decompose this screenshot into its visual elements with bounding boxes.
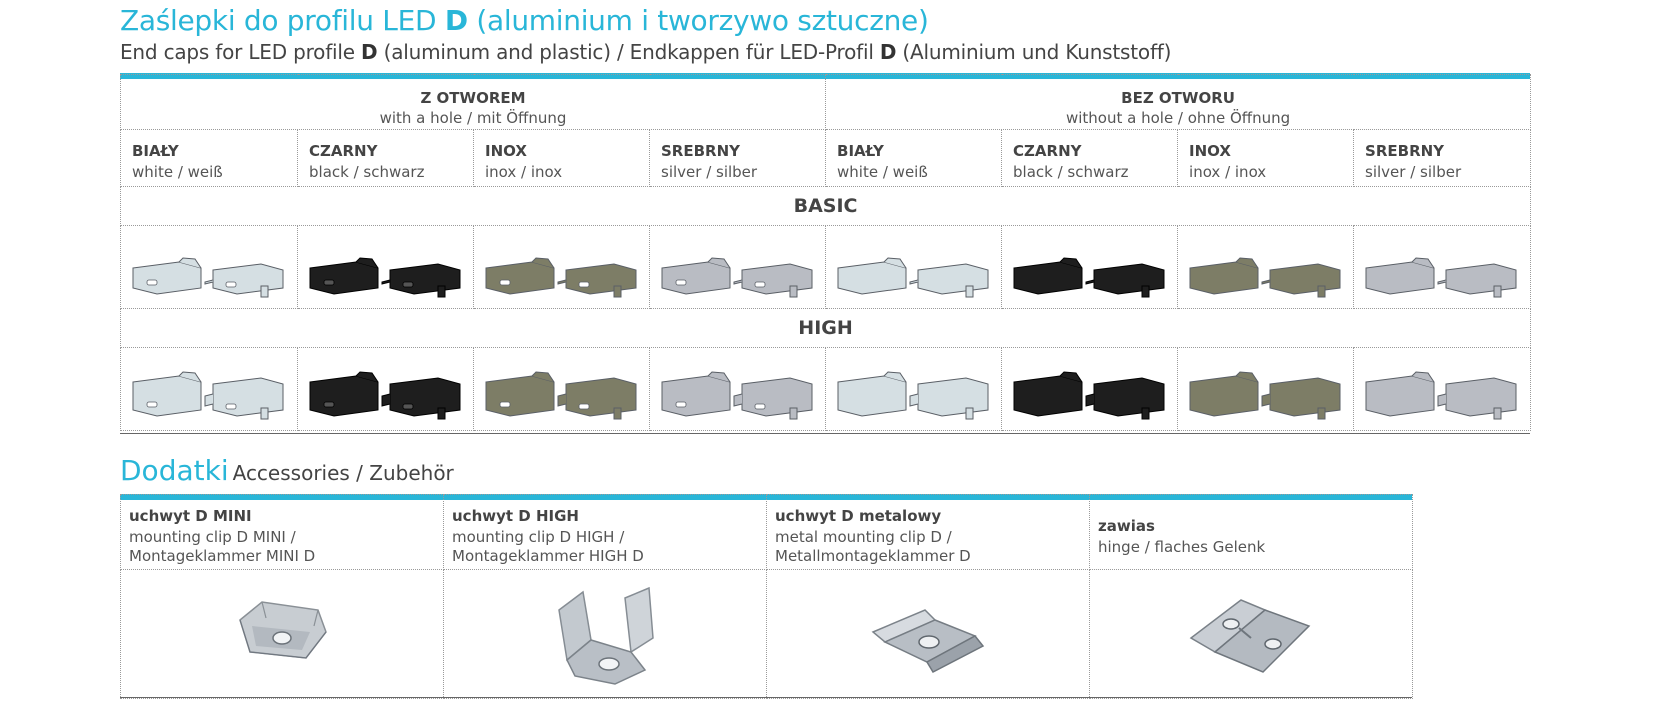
page-subtitle: End caps for LED profile D (aluminum and… bbox=[120, 40, 1172, 64]
color-column-header: SREBRNY silver / silber bbox=[648, 129, 827, 187]
color-column-header: SREBRNY silver / silber bbox=[1353, 129, 1532, 187]
end-cap-image bbox=[309, 257, 460, 298]
accessory-image-metal-clip bbox=[766, 569, 1090, 699]
end-cap-image bbox=[661, 371, 813, 420]
group-header-with-hole: Z OTWOREM with a hole / mit Öffnung bbox=[119, 74, 827, 130]
end-cap-image bbox=[661, 257, 813, 298]
end-cap-image bbox=[1013, 371, 1165, 420]
section-label-high: HIGH bbox=[119, 308, 1532, 348]
color-name-en: black / schwarz bbox=[309, 163, 425, 181]
accessory-description: mounting clip D MINI /Montageklammer MIN… bbox=[129, 528, 316, 565]
color-name-pl: SREBRNY bbox=[1365, 142, 1445, 160]
color-name-pl: BIAŁY bbox=[837, 142, 884, 160]
end-cap-image-cell bbox=[1177, 347, 1355, 431]
page-title: Zaślepki do profilu LED D (aluminium i t… bbox=[120, 4, 929, 37]
end-cap-image-cell bbox=[1177, 225, 1355, 309]
accessory-image-hinge bbox=[1089, 569, 1413, 699]
high-clip-image bbox=[558, 586, 654, 685]
accessory-description: hinge / flaches Gelenk bbox=[1098, 538, 1266, 556]
end-cap-image-cell bbox=[648, 225, 827, 309]
color-name-en: black / schwarz bbox=[1013, 163, 1129, 181]
accessory-image-mini-clip bbox=[120, 569, 444, 699]
end-cap-image-cell bbox=[648, 347, 827, 431]
accessory-description: metal mounting clip D /Metallmontageklam… bbox=[775, 528, 971, 565]
end-cap-image-cell bbox=[1353, 347, 1532, 431]
group-label-en: without a hole / ohne Öffnung bbox=[1065, 109, 1291, 127]
end-cap-image-cell bbox=[1001, 347, 1179, 431]
accessory-name: zawias bbox=[1098, 517, 1155, 535]
end-cap-image-cell bbox=[120, 225, 298, 309]
accessory-description: mounting clip D HIGH /Montageklammer HIG… bbox=[452, 528, 644, 565]
end-cap-image-cell bbox=[297, 225, 474, 309]
accessory-image-high-clip bbox=[443, 569, 767, 699]
end-cap-image-cell bbox=[1001, 225, 1179, 309]
color-column-header: INOX inox / inox bbox=[473, 129, 650, 187]
end-cap-image-cell bbox=[473, 347, 650, 431]
end-cap-image bbox=[309, 371, 460, 420]
accessory-name: uchwyt D MINI bbox=[129, 507, 252, 525]
end-cap-image-cell bbox=[473, 225, 650, 309]
end-cap-image-cell bbox=[825, 347, 1003, 431]
end-caps-table: Z OTWOREM with a hole / mit Öffnung BEZ … bbox=[119, 74, 1532, 431]
end-cap-image bbox=[485, 257, 636, 298]
section-label-basic: BASIC bbox=[119, 186, 1532, 226]
color-column-header: INOX inox / inox bbox=[1177, 129, 1355, 187]
end-cap-image bbox=[837, 257, 989, 298]
group-label-en: with a hole / mit Öffnung bbox=[379, 109, 567, 127]
color-name-pl: SREBRNY bbox=[661, 142, 740, 160]
end-cap-image bbox=[132, 371, 284, 420]
color-name-pl: INOX bbox=[485, 142, 527, 160]
color-name-pl: CZARNY bbox=[1013, 142, 1082, 160]
end-cap-image bbox=[132, 257, 284, 298]
color-column-header: CZARNY black / schwarz bbox=[1001, 129, 1179, 187]
color-column-header: BIAŁY white / weiß bbox=[825, 129, 1003, 187]
table-bottom-line bbox=[120, 433, 1530, 434]
accessories-table: uchwyt D MINI mounting clip D MINI /Mont… bbox=[120, 494, 1413, 699]
end-cap-image-cell bbox=[825, 225, 1003, 309]
accessory-name: uchwyt D HIGH bbox=[452, 507, 579, 525]
mini-clip-image bbox=[239, 601, 327, 659]
color-name-en: silver / silber bbox=[661, 163, 758, 181]
color-name-pl: BIAŁY bbox=[132, 142, 179, 160]
hinge-image bbox=[1189, 599, 1311, 673]
color-column-header: CZARNY black / schwarz bbox=[297, 129, 474, 187]
color-name-en: white / weiß bbox=[132, 163, 223, 181]
accessory-name: uchwyt D metalowy bbox=[775, 507, 942, 525]
end-cap-image bbox=[837, 371, 989, 420]
end-cap-image bbox=[1365, 257, 1517, 298]
end-cap-image bbox=[1013, 257, 1165, 298]
end-cap-image bbox=[1189, 371, 1341, 420]
end-cap-image-cell bbox=[120, 347, 298, 431]
color-name-pl: INOX bbox=[1189, 142, 1231, 160]
color-column-header: BIAŁY white / weiß bbox=[120, 129, 298, 187]
end-cap-image bbox=[1189, 257, 1341, 298]
color-name-pl: CZARNY bbox=[309, 142, 378, 160]
accessory-header-hinge: zawias hinge / flaches Gelenk bbox=[1089, 494, 1413, 570]
color-name-en: silver / silber bbox=[1365, 163, 1462, 181]
end-cap-image-cell bbox=[1353, 225, 1532, 309]
end-cap-image-cell bbox=[297, 347, 474, 431]
accessory-header-mini-clip: uchwyt D MINI mounting clip D MINI /Mont… bbox=[120, 494, 444, 570]
group-label-pl: Z OTWOREM bbox=[420, 89, 526, 107]
accessory-header-high-clip: uchwyt D HIGH mounting clip D HIGH /Mont… bbox=[443, 494, 767, 570]
color-name-en: inox / inox bbox=[485, 163, 563, 181]
end-cap-image bbox=[485, 371, 636, 420]
group-header-without-hole: BEZ OTWORU without a hole / ohne Öffnung bbox=[825, 74, 1532, 130]
color-name-en: inox / inox bbox=[1189, 163, 1267, 181]
group-label-pl: BEZ OTWORU bbox=[1121, 89, 1235, 107]
accessories-bottom-line bbox=[120, 697, 1412, 698]
color-name-en: white / weiß bbox=[837, 163, 928, 181]
metal-clip-image bbox=[871, 609, 985, 673]
accessory-header-metal-clip: uchwyt D metalowy metal mounting clip D … bbox=[766, 494, 1090, 570]
end-cap-image bbox=[1365, 371, 1517, 420]
